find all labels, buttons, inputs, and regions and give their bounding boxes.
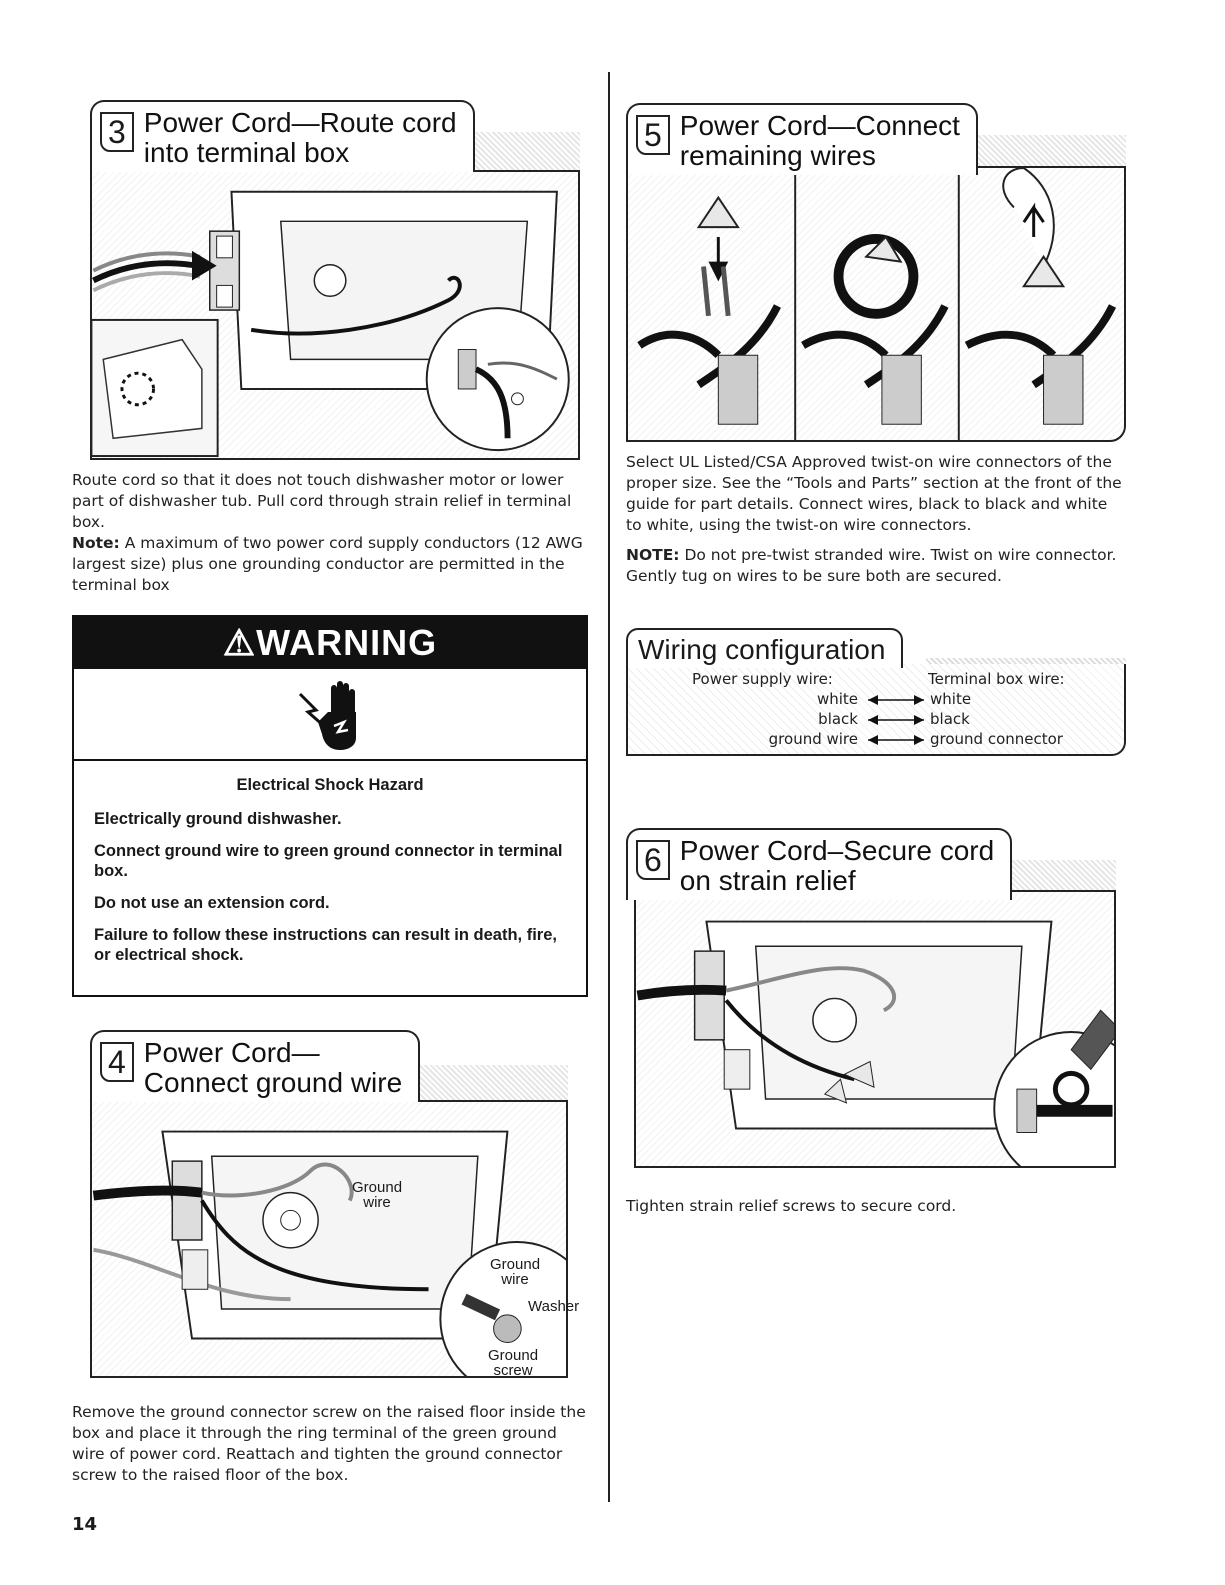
step4-body: Remove the ground connector screw on the… <box>72 1403 586 1484</box>
wiring-row-right: white <box>930 690 972 708</box>
step5-note-label: NOTE: <box>626 546 680 564</box>
warning-line: Connect ground wire to green ground conn… <box>94 842 563 880</box>
warning-line: Failure to follow these instructions can… <box>94 926 557 964</box>
wiring-row-right: ground connector <box>930 730 1063 748</box>
label-ground-wire-inset-line2: wire <box>501 1271 529 1288</box>
step6-illustration <box>634 890 1116 1168</box>
wiring-right-header: Terminal box wire: <box>928 670 1065 688</box>
warning-body: Electrical Shock Hazard Electrically gro… <box>74 761 586 965</box>
step4-number: 4 <box>100 1042 134 1082</box>
warning-hazard: Electrical Shock Hazard <box>236 776 424 794</box>
page-number: 14 <box>72 1514 98 1535</box>
terminal-box-route-illustration <box>92 190 570 458</box>
wiring-row-left: white <box>816 690 858 708</box>
step5-note-text: Do not pre-twist stranded wire. Twist on… <box>626 546 1117 585</box>
strain-relief-illustration <box>636 920 1114 1166</box>
step5-tab: 5 Power Cord—Connect remaining wires <box>626 103 978 175</box>
step3-illustration <box>90 170 580 460</box>
wiring-panel: Power supply wire: Terminal box wire: wh… <box>626 664 1126 756</box>
step3-number: 3 <box>100 112 134 152</box>
step5-illustration <box>626 166 1126 442</box>
wiring-title: Wiring configuration <box>626 628 904 668</box>
wiring-row-left: black <box>818 710 858 728</box>
step5-note: NOTE: Do not pre-twist stranded wire. Tw… <box>626 545 1126 587</box>
label-ground-wire-top-line2: wire <box>363 1194 391 1211</box>
step5-title-line1: Power Cord—Connect <box>679 110 960 141</box>
label-ground-wire-top-line1: Ground <box>352 1179 403 1196</box>
step6-body: Tighten strain relief screws to secure c… <box>626 1197 957 1215</box>
label-ground-wire-inset: Ground wire <box>490 1257 540 1287</box>
electric-shock-hand-icon <box>298 681 356 750</box>
wiring-row-left: ground wire <box>768 730 858 748</box>
wiring-header-bar <box>926 658 1126 666</box>
warning-line: Do not use an extension cord. <box>94 894 330 912</box>
double-arrow-icon <box>868 735 924 745</box>
step3-note: Note: A maximum of two power cord supply… <box>72 533 588 596</box>
step6-number: 6 <box>636 840 670 880</box>
step3-title-line1: Power Cord—Route cord <box>143 107 457 138</box>
label-ground-screw-line1: Ground <box>488 1347 539 1364</box>
step4-title-line2: Connect ground wire <box>143 1067 403 1098</box>
step5-title-line2: remaining wires <box>679 140 876 171</box>
warning-line: Electrically ground dishwasher. <box>94 810 342 828</box>
label-ground-wire-top: Ground wire <box>352 1180 402 1210</box>
warning-heading: ⚠WARNING <box>74 617 586 669</box>
double-arrow-icon <box>868 695 924 705</box>
column-divider <box>608 72 610 1502</box>
step3-tab: 3 Power Cord—Route cord into terminal bo… <box>90 100 475 172</box>
step4-illustration <box>90 1100 568 1378</box>
step4-title-line1: Power Cord— <box>143 1037 320 1068</box>
label-ground-screw-line2: screw <box>493 1362 533 1379</box>
twist-on-connector-illustration <box>637 168 1117 440</box>
ground-wire-illustration <box>92 1130 566 1376</box>
wiring-row-right: black <box>930 710 970 728</box>
warning-icon-area <box>74 669 586 761</box>
step4-tab: 4 Power Cord— Connect ground wire <box>90 1030 421 1102</box>
warning-box: ⚠WARNING Electrical Shock Hazard Electri… <box>72 615 588 997</box>
double-arrow-icon <box>868 715 924 725</box>
label-ground-screw: Ground screw <box>488 1348 538 1378</box>
step3-note-text: A maximum of two power cord supply condu… <box>72 534 583 594</box>
step5-body: Select UL Listed/CSA Approved twist-on w… <box>626 453 1122 534</box>
label-ground-wire-inset-line1: Ground <box>490 1256 541 1273</box>
step5-header: 5 Power Cord—Connect remaining wires <box>626 103 978 175</box>
step4-header: 4 Power Cord— Connect ground wire <box>90 1030 421 1102</box>
step3-title-line2: into terminal box <box>143 137 350 168</box>
step3-note-label: Note: <box>72 534 120 552</box>
step3-header: 3 Power Cord—Route cord into terminal bo… <box>90 100 475 172</box>
wiring-left-header: Power supply wire: <box>692 670 833 688</box>
step6-tab: 6 Power Cord–Secure cord on strain relie… <box>626 828 1013 900</box>
step5-number: 5 <box>636 115 670 155</box>
step6-title-line1: Power Cord–Secure cord <box>679 835 995 866</box>
label-washer: Washer <box>528 1298 580 1315</box>
step6-header: 6 Power Cord–Secure cord on strain relie… <box>626 828 1013 900</box>
wiring-configuration-box: Wiring configuration Power supply wire: … <box>626 628 1126 758</box>
step6-title-line2: on strain relief <box>679 865 856 896</box>
step3-body: Route cord so that it does not touch dis… <box>72 471 572 531</box>
